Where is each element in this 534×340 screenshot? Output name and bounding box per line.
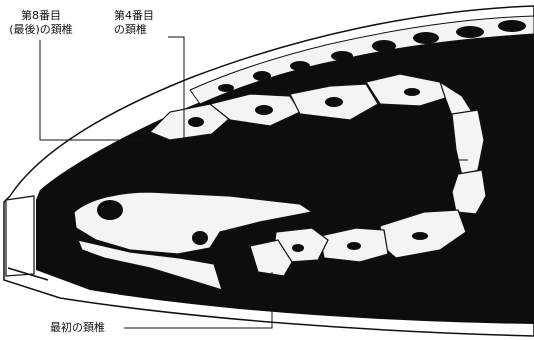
label-first-vertebra: 最初の頚椎 <box>50 321 105 335</box>
label-fourth-line2: の頚椎 <box>114 23 154 37</box>
label-fourth-line1: 第4番目 <box>114 9 154 23</box>
label-eighth-line1: 第8番目 <box>6 9 76 23</box>
label-first-text: 最初の頚椎 <box>50 321 105 335</box>
label-eighth-vertebra: 第8番目 (最後)の頚椎 <box>6 9 76 37</box>
label-eighth-line2: (最後)の頚椎 <box>6 23 76 37</box>
label-fourth-vertebra: 第4番目 の頚椎 <box>114 9 154 37</box>
body-rim <box>6 196 34 276</box>
